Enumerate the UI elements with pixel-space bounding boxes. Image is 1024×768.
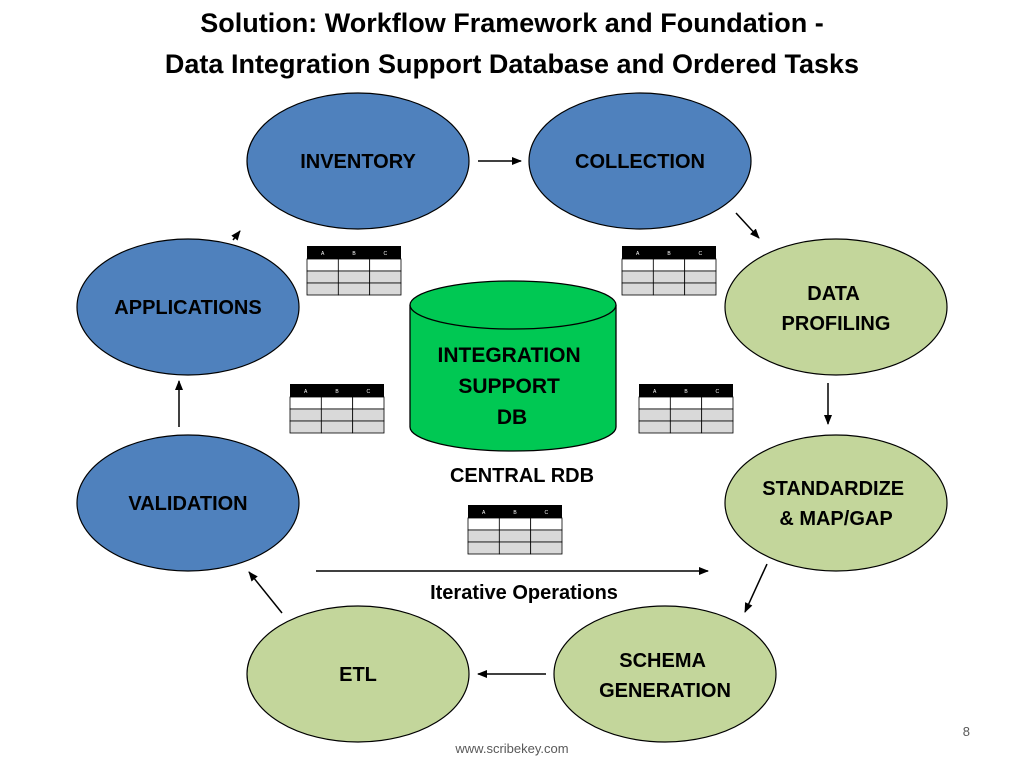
- mini-table-header: C: [716, 389, 720, 395]
- svg-text:INVENTORY: INVENTORY: [300, 151, 416, 173]
- mini-table-header: C: [384, 251, 388, 257]
- slide-title-line-2: Data Integration Support Database and Or…: [164, 49, 860, 79]
- arrow-applications-to-inventory: [231, 230, 241, 241]
- node-standardize: STANDARDIZE & MAP/GAP: [724, 434, 948, 572]
- node-data-profiling: DATA PROFILING: [724, 238, 948, 376]
- flow-arrows: [175, 157, 832, 678]
- mini-table-header: C: [699, 251, 703, 257]
- mini-tables: A B C A B C A B C A B C A B C: [289, 246, 734, 555]
- mini-table-header: B: [667, 251, 671, 257]
- db-label-line-3: DB: [497, 406, 527, 429]
- mini-table-header: A: [321, 251, 325, 257]
- mini-table-header: A: [653, 389, 657, 395]
- node-label-line-1: SCHEMA: [619, 650, 705, 672]
- node-label: COLLECTION: [575, 151, 705, 173]
- page-number: 8: [962, 724, 970, 739]
- slide-title-line-1: Solution: Workflow Framework and Foundat…: [200, 8, 824, 38]
- db-label-line-1: INTEGRATION: [438, 344, 581, 367]
- node-etl: ETL: [246, 605, 470, 743]
- svg-text:DATA PROFILING: DATA PROFILING: [782, 283, 891, 335]
- integration-support-db-cylinder: INTEGRATION SUPPORT DB: [409, 280, 617, 452]
- node-label-line-1: STANDARDIZE: [762, 478, 904, 500]
- svg-text:VALIDATION: VALIDATION: [128, 493, 247, 515]
- central-rdb-label: CENTRAL RDB: [450, 465, 594, 487]
- mini-table-icon: A B C: [638, 384, 734, 434]
- mini-table-icon: A B C: [467, 505, 563, 555]
- db-label-line-2: SUPPORT: [458, 375, 560, 398]
- node-label: INVENTORY: [300, 151, 416, 173]
- node-label-line-2: GENERATION: [599, 680, 731, 702]
- svg-text:COLLECTION: COLLECTION: [575, 151, 705, 173]
- node-label-line-2: & MAP/GAP: [779, 508, 892, 530]
- mini-table-header: B: [335, 389, 339, 395]
- node-label: VALIDATION: [128, 493, 247, 515]
- mini-table-header: C: [367, 389, 371, 395]
- node-label-line-2: PROFILING: [782, 313, 891, 335]
- svg-text:STANDARDIZE & MAP/GAP: STANDARDIZE & MAP/GAP: [762, 478, 909, 530]
- svg-text:INTEGRATION SUPPORT: INTEGRATION SUPPORT DB: [438, 344, 587, 429]
- node-label: ETL: [339, 664, 377, 686]
- svg-text:SCHEMA GENERATION: SCHEMA GENERATION: [599, 650, 731, 702]
- node-label-line-1: DATA: [807, 283, 859, 305]
- mini-table-header: B: [352, 251, 356, 257]
- iterative-operations-label: Iterative Operations: [430, 582, 618, 604]
- mini-table-icon: A B C: [306, 246, 402, 296]
- arrow-standardize-to-schema: [744, 563, 768, 613]
- mini-table-icon: A B C: [289, 384, 385, 434]
- mini-table-icon: A B C: [621, 246, 717, 296]
- node-collection: COLLECTION: [528, 92, 752, 230]
- mini-table-header: B: [513, 510, 517, 516]
- footer-url: www.scribekey.com: [455, 741, 569, 756]
- node-inventory: INVENTORY: [246, 92, 470, 230]
- node-label: APPLICATIONS: [114, 297, 261, 319]
- svg-text:APPLICATIONS: APPLICATIONS: [114, 297, 261, 319]
- mini-table-header: C: [545, 510, 549, 516]
- mini-table-header: A: [304, 389, 308, 395]
- arrow-etl-to-validation: [248, 571, 283, 614]
- svg-text:ETL: ETL: [339, 664, 377, 686]
- node-validation: VALIDATION: [76, 434, 300, 572]
- node-applications: APPLICATIONS: [76, 238, 300, 376]
- mini-table-header: A: [482, 510, 486, 516]
- mini-table-header: B: [684, 389, 688, 395]
- node-schema-generation: SCHEMA GENERATION: [553, 605, 777, 743]
- arrow-collection-to-profiling: [735, 212, 760, 239]
- mini-table-header: A: [636, 251, 640, 257]
